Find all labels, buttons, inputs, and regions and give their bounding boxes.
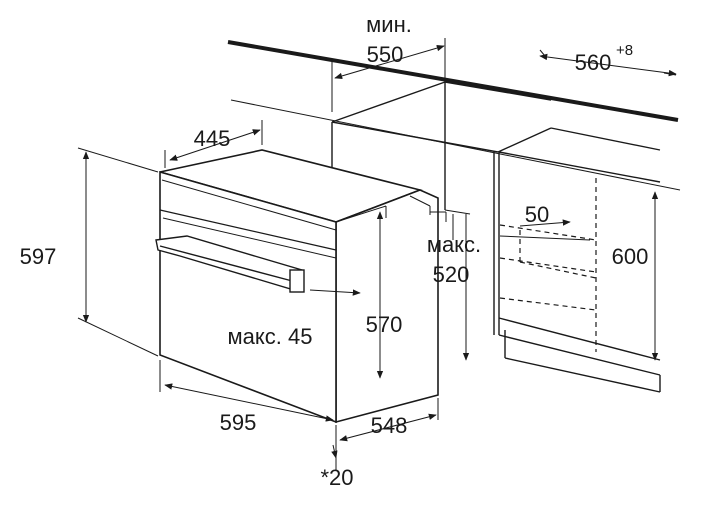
label-560-tolerance: +8	[616, 42, 633, 59]
label-595: 595	[220, 410, 257, 435]
cabinet-niche	[331, 81, 661, 393]
oven-handle	[155, 235, 305, 293]
label-min-550: 550	[367, 42, 404, 67]
label-min-word: мин.	[366, 12, 412, 37]
hidden-lines	[499, 178, 597, 352]
label-560: 560	[575, 50, 612, 75]
oven	[159, 149, 447, 424]
label-note-20: *20	[320, 465, 353, 490]
label-597: 597	[20, 244, 57, 269]
label-max-word: макс.	[427, 232, 481, 257]
label-600: 600	[612, 244, 649, 269]
dimension-labels: мин. 550 560 +8 445 597 50 макс. 520 600…	[20, 12, 649, 490]
label-548: 548	[371, 413, 408, 438]
label-570: 570	[366, 312, 403, 337]
label-445: 445	[194, 126, 231, 151]
label-max-45: макс. 45	[228, 324, 313, 349]
label-max-520: 520	[433, 262, 470, 287]
dimension-lines	[77, 38, 677, 470]
label-50: 50	[525, 202, 549, 227]
